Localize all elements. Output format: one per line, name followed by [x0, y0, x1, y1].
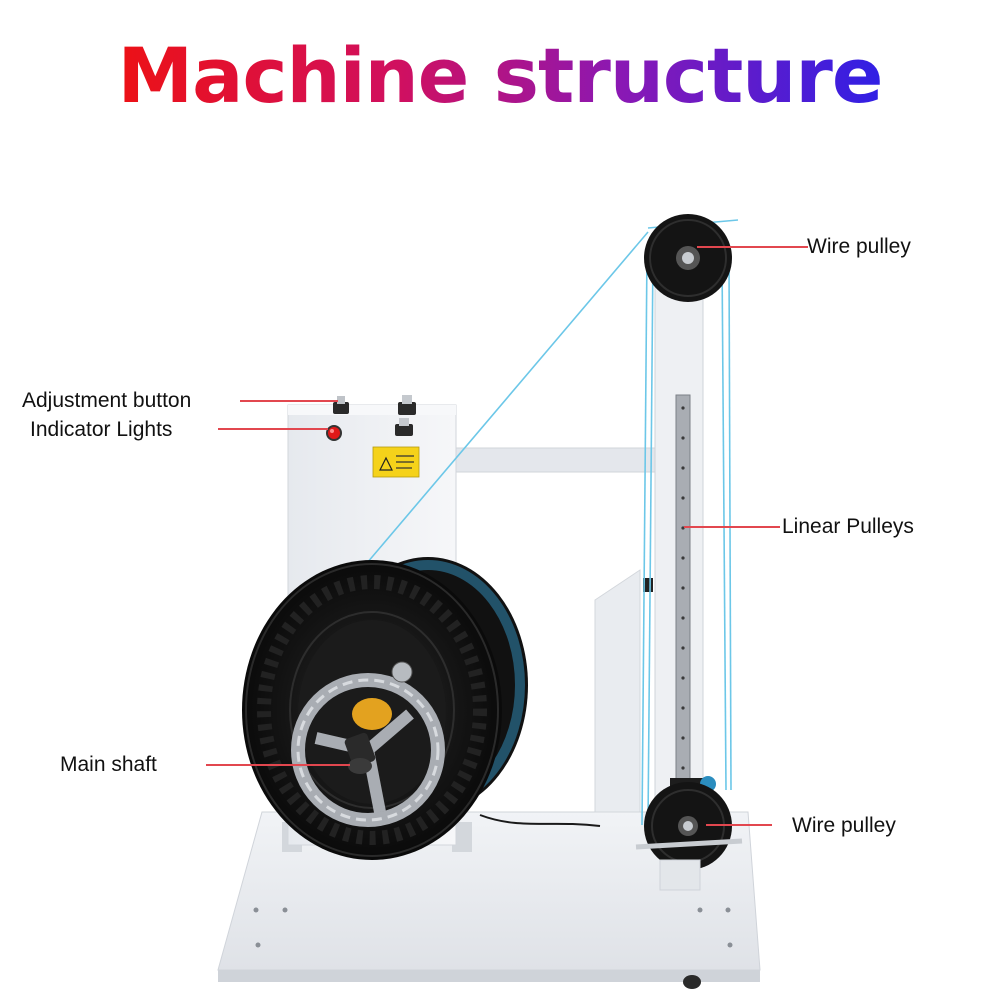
- plate-bracket: [643, 578, 653, 592]
- adjustment-knob-left[interactable]: [333, 396, 349, 414]
- label-wire-pulley-bottom: Wire pulley: [792, 814, 896, 837]
- main-shaft[interactable]: [344, 732, 377, 774]
- horizontal-arm: [454, 447, 668, 473]
- support-plate: [594, 569, 641, 813]
- bottom-wire-pulley[interactable]: [635, 776, 743, 891]
- page-title: Machine structure: [0, 38, 1000, 114]
- adjustment-knob-lower[interactable]: [395, 418, 413, 436]
- warning-sticker: [372, 446, 420, 478]
- wire: [349, 219, 739, 826]
- label-linear-pulleys: Linear Pulleys: [782, 515, 914, 538]
- power-cable: [479, 814, 601, 827]
- label-adjustment-button: Adjustment button: [22, 389, 192, 412]
- label-wire-pulley-top: Wire pulley: [807, 235, 911, 258]
- indicator-light: [326, 425, 342, 441]
- linear-rail: [681, 406, 685, 800]
- label-indicator-lights: Indicator Lights: [30, 418, 173, 441]
- vertical-column: [654, 244, 704, 846]
- label-main-shaft: Main shaft: [60, 753, 157, 776]
- top-wire-pulley[interactable]: [644, 214, 732, 302]
- callout-lines: [206, 246, 808, 826]
- adjustment-knob-center[interactable]: [398, 395, 416, 415]
